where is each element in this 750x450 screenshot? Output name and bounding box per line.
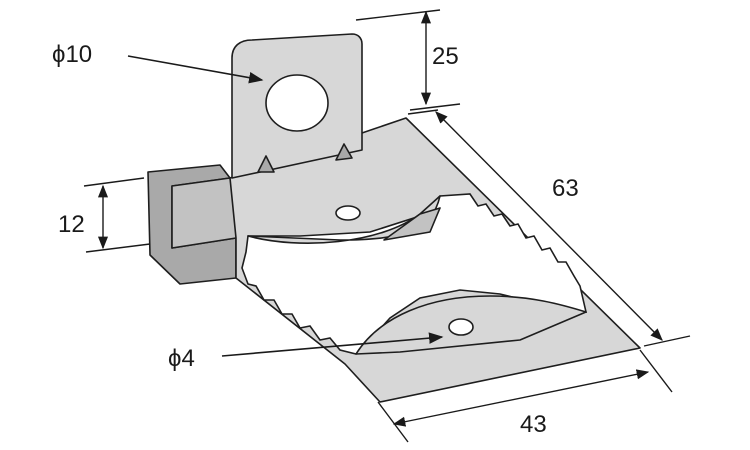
ext-63-bottom xyxy=(643,335,691,347)
label-tab-height: 25 xyxy=(432,43,459,70)
dim-43 xyxy=(392,369,650,427)
label-hole-4: ϕ4 xyxy=(168,345,195,372)
leader-hole-10 xyxy=(127,55,264,84)
hole-10 xyxy=(265,74,329,132)
ext-25-top xyxy=(355,9,441,21)
label-hole-10: ϕ10 xyxy=(52,41,92,68)
leader-hole-4 xyxy=(221,332,444,357)
tab-barb-left xyxy=(257,155,275,173)
ext-43-right xyxy=(639,349,673,393)
ext-25-bottom xyxy=(409,103,461,111)
label-width: 43 xyxy=(520,411,547,438)
tab-barb-right xyxy=(335,143,353,161)
bracket-side-fold xyxy=(171,177,241,249)
hole-upper-small xyxy=(335,205,361,221)
ext-12-top xyxy=(83,177,145,187)
label-length: 63 xyxy=(552,175,579,202)
hole-4 xyxy=(448,318,474,336)
label-side-height: 12 xyxy=(58,211,85,238)
ext-12-bottom xyxy=(85,243,151,253)
ext-63-top xyxy=(407,109,439,115)
dim-63 xyxy=(435,111,663,341)
